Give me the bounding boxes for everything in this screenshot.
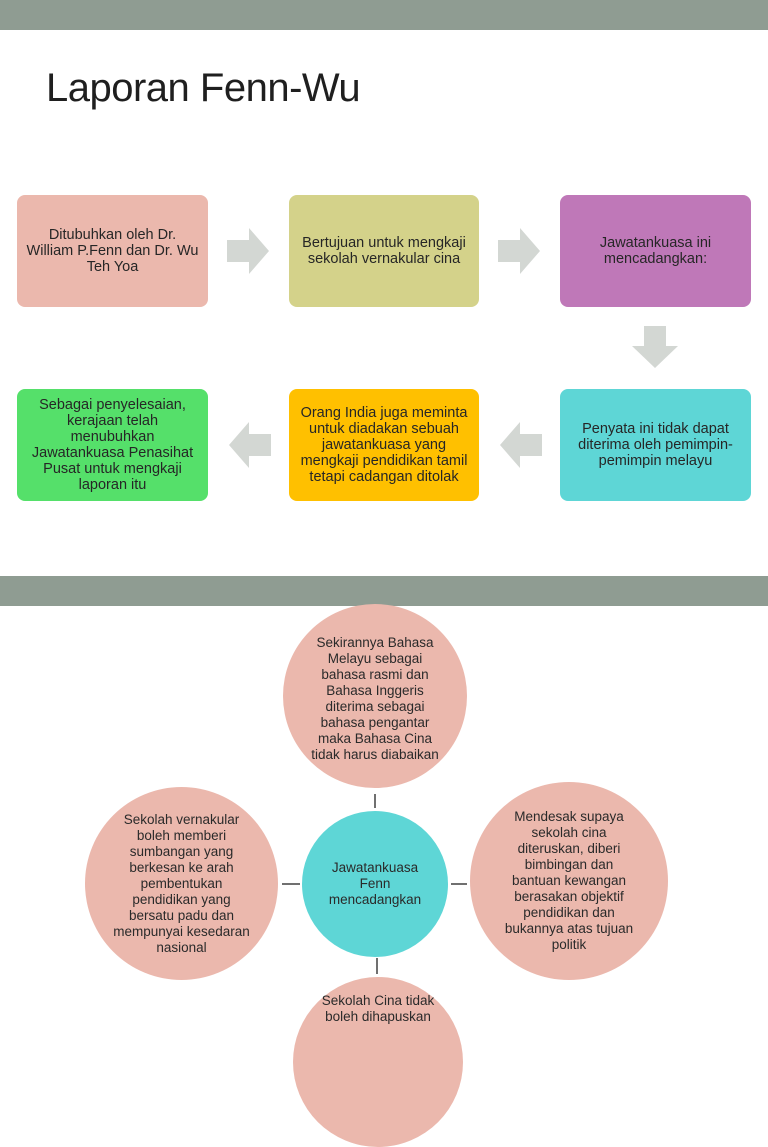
flow-step-4: Penyata ini tidak dapat diterima oleh pe…: [560, 389, 751, 501]
flow-step-2: Bertujuan untuk mengkaji sekolah vernaku…: [289, 195, 479, 307]
flow-step-1: Ditubuhkan oleh Dr. William P.Fenn dan D…: [17, 195, 208, 307]
slide-title: Laporan Fenn-Wu: [46, 66, 361, 110]
flow-step-3: Jawatankuasa ini mencadangkan:: [560, 195, 751, 307]
connector-bottom: [376, 958, 378, 974]
slide1-header-band: [0, 0, 768, 30]
connector-top: [374, 794, 376, 808]
arrow-right-icon: [498, 228, 540, 274]
arrow-left-icon: [229, 422, 271, 468]
idea-right-text: Mendesak supaya sekolah cina diteruskan,…: [504, 809, 634, 952]
idea-left-text: Sekolah vernakular boleh memberi sumbang…: [113, 811, 250, 955]
idea-circle-left: Sekolah vernakular boleh memberi sumbang…: [85, 787, 278, 980]
connector-left: [282, 883, 300, 885]
idea-circle-top: Sekirannya Bahasa Melayu sebagai bahasa …: [283, 604, 467, 788]
connector-right: [451, 883, 467, 885]
center-text: Jawatankuasa Fenn mencadangkan: [328, 860, 422, 907]
flow-step-5: Orang India juga meminta untuk diadakan …: [289, 389, 479, 501]
arrow-right-icon: [227, 228, 269, 274]
arrow-left-icon: [500, 422, 542, 468]
flow-step-6: Sebagai penyelesaian, kerajaan telah men…: [17, 389, 208, 501]
idea-circle-bottom: Sekolah Cina tidak boleh dihapuskan: [293, 977, 463, 1147]
arrow-down-icon: [632, 326, 678, 368]
idea-top-text: Sekirannya Bahasa Melayu sebagai bahasa …: [311, 635, 439, 762]
idea-bottom-text: Sekolah Cina tidak boleh dihapuskan: [321, 993, 435, 1024]
slide2-header-band: [0, 576, 768, 606]
idea-circle-center: Jawatankuasa Fenn mencadangkan: [302, 811, 448, 957]
idea-circle-right: Mendesak supaya sekolah cina diteruskan,…: [470, 782, 668, 980]
